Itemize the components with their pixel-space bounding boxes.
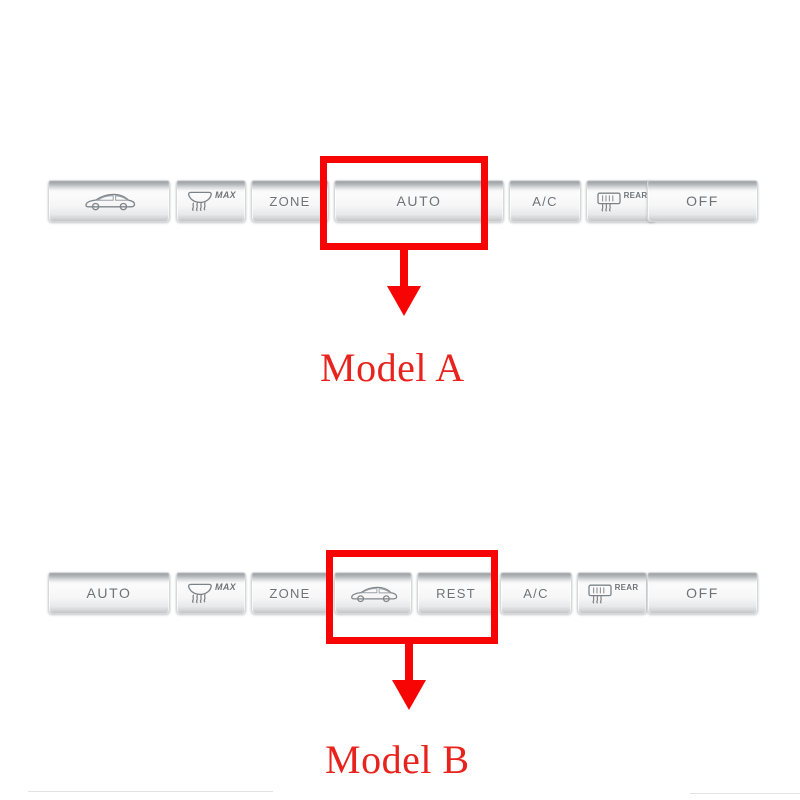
control-strip-model-b: AUTO MAX ZONE — [48, 572, 760, 616]
button-label-off-b: OFF — [686, 585, 719, 601]
model-a-label: Model A — [320, 345, 465, 390]
car-side-icon — [348, 584, 398, 603]
button-max-defrost-b[interactable]: MAX — [176, 572, 246, 614]
button-max-defrost-a[interactable]: MAX — [176, 180, 246, 222]
button-label-ac: A/C — [532, 193, 558, 209]
model-b-label: Model B — [325, 737, 470, 782]
button-zone-a[interactable]: ZONE — [251, 180, 329, 222]
arrow-stem-model-b — [405, 644, 413, 684]
button-label-ac-b: A/C — [523, 585, 549, 601]
rear-defrost-superscript: REAR — [623, 191, 648, 200]
button-label-auto-b: AUTO — [86, 585, 132, 601]
button-ac-a[interactable]: A/C — [509, 180, 581, 222]
car-side-icon — [82, 191, 136, 211]
rear-defrost-icon — [586, 582, 614, 604]
button-off-a[interactable]: OFF — [647, 180, 758, 222]
arrow-head-model-b — [392, 680, 426, 710]
button-auto-a[interactable]: AUTO — [334, 180, 504, 222]
control-strip-model-a: MAX ZONE AUTO A/C REAR OFF — [48, 180, 760, 224]
button-rear-defrost-b[interactable]: REAR — [577, 572, 647, 614]
arrow-stem-model-a — [400, 250, 408, 290]
button-label-zone: ZONE — [269, 193, 311, 209]
button-rear-defrost-a[interactable]: REAR — [586, 180, 656, 222]
front-defrost-icon — [186, 190, 214, 212]
button-car-recirculation-a[interactable] — [48, 180, 170, 222]
edge-artifact-right — [690, 793, 800, 794]
button-off-b[interactable]: OFF — [647, 572, 758, 614]
edge-artifact-left — [28, 791, 273, 792]
button-label-zone-b: ZONE — [269, 585, 311, 601]
arrow-head-model-a — [387, 286, 421, 316]
max-defrost-superscript: MAX — [215, 582, 236, 592]
rear-defrost-superscript: REAR — [614, 583, 639, 592]
button-rest-b[interactable]: REST — [417, 572, 495, 614]
button-label-rest: REST — [436, 585, 476, 601]
button-label-off: OFF — [686, 193, 719, 209]
button-label-auto: AUTO — [396, 193, 442, 209]
front-defrost-icon — [186, 582, 214, 604]
highlight-box-model-b — [326, 550, 498, 644]
highlight-box-model-a — [320, 156, 488, 250]
button-auto-b[interactable]: AUTO — [48, 572, 170, 614]
button-ac-b[interactable]: A/C — [500, 572, 572, 614]
button-car-recirculation-b[interactable] — [334, 572, 412, 614]
rear-defrost-icon — [595, 190, 623, 212]
max-defrost-superscript: MAX — [215, 190, 236, 200]
button-zone-b[interactable]: ZONE — [251, 572, 329, 614]
